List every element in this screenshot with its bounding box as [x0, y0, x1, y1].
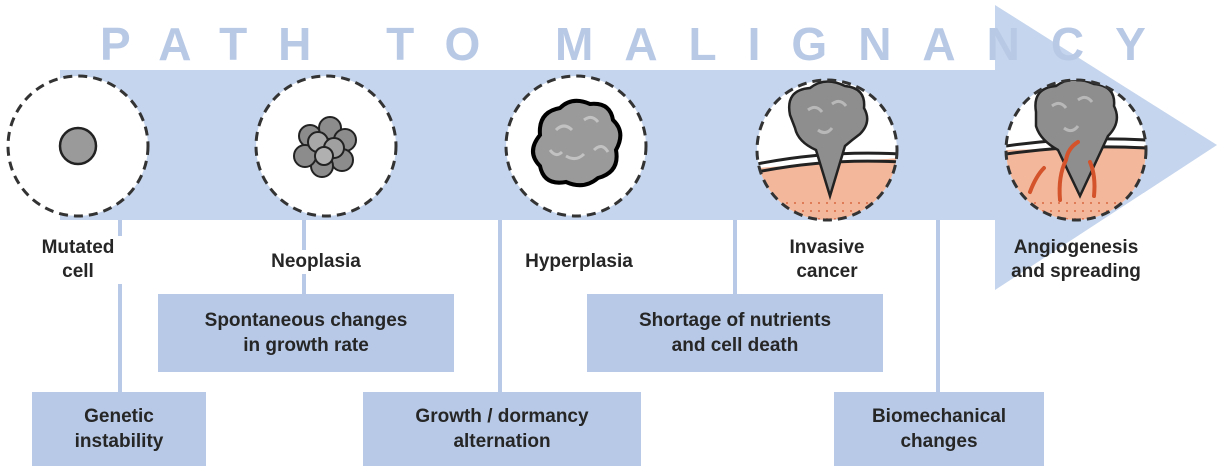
stage-label-invasive-cancer: Invasive cancer	[768, 236, 886, 284]
event-box-genetic-instability: Genetic instability	[32, 392, 206, 466]
event-box-growth-dormancy: Growth / dormancy alternation	[363, 392, 641, 466]
stage-label-hyperplasia: Hyperplasia	[506, 250, 652, 274]
tumor-mass-icon	[506, 76, 646, 216]
stage-label-mutated-cell: Mutated cell	[22, 236, 134, 284]
stage-label-angiogenesis: Angiogenesis and spreading	[996, 236, 1156, 284]
diagram-title: PATH TO MALIGNANCY	[100, 14, 1000, 74]
event-box-nutrient-shortage: Shortage of nutrients and cell death	[587, 294, 883, 372]
cell-cluster-icon	[256, 76, 396, 216]
event-box-biomechanical-changes: Biomechanical changes	[834, 392, 1044, 466]
stage-label-neoplasia: Neoplasia	[254, 250, 378, 274]
event-box-growth-rate: Spontaneous changes in growth rate	[158, 294, 454, 372]
single-cell-icon	[8, 76, 148, 216]
